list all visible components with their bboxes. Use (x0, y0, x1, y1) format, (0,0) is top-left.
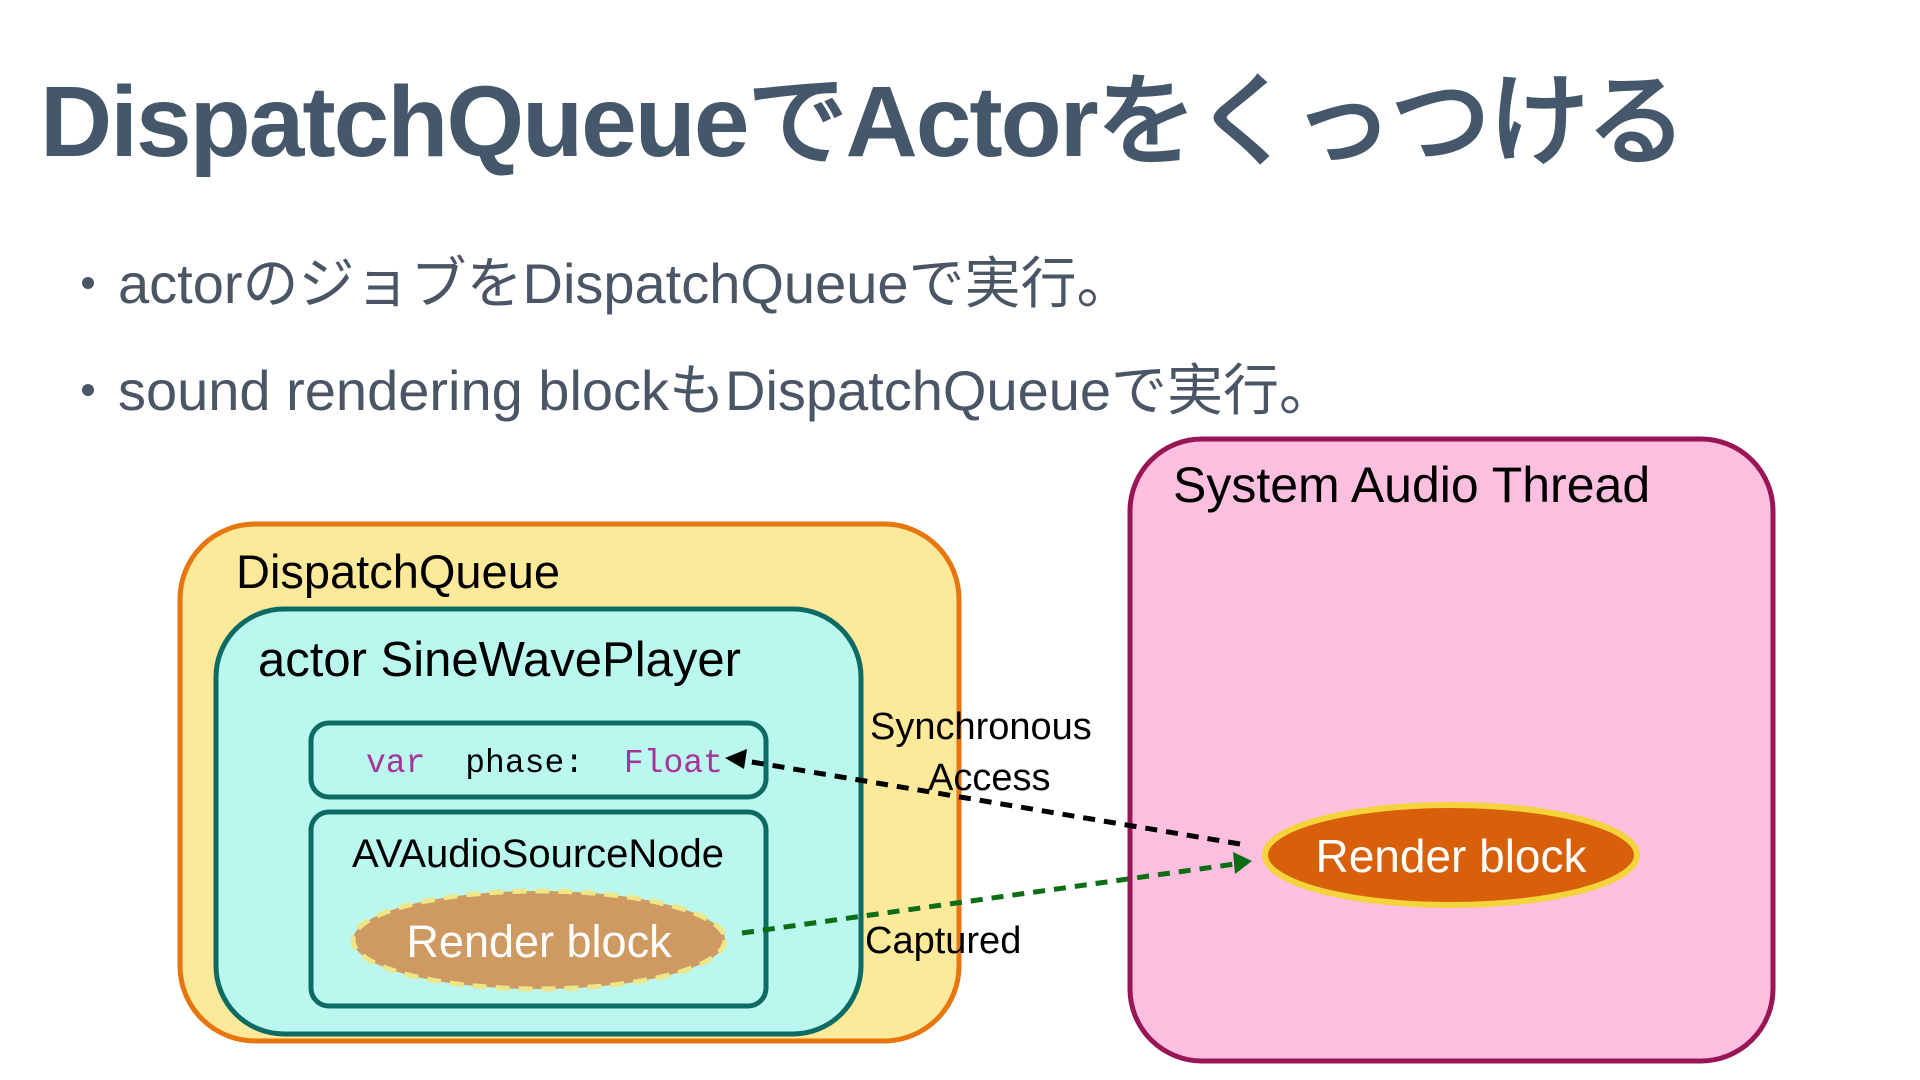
system-audio-thread-box (1127, 436, 1776, 1064)
bullet-item: actorのジョブをDispatchQueueで実行。 (70, 244, 1335, 351)
slide-title: DispatchQueueでActorをくっつける (40, 66, 1687, 178)
system-render-block-label: Render block (1315, 830, 1587, 882)
bullet-text: sound rendering blockもDispatchQueueで実行。 (118, 359, 1336, 422)
sync-access-label-line2: Access (928, 757, 1050, 799)
phase-var-code: var phase: Float (366, 745, 723, 782)
source-node-label: AVAudioSourceNode (352, 832, 724, 876)
actor-label: actor SineWavePlayer (258, 633, 741, 687)
bullet-dot-icon (82, 277, 94, 289)
bullet-list: actorのジョブをDispatchQueueで実行。 sound render… (70, 244, 1335, 458)
system-render-block-ellipse (1262, 802, 1640, 908)
keyword-var: var (366, 745, 425, 782)
sync-access-arrowhead-icon (725, 749, 747, 769)
phase-identifier: phase: (465, 745, 584, 782)
captured-arrowhead-icon (1233, 852, 1252, 874)
sync-access-label-line1: Synchronous (870, 706, 1092, 748)
dispatch-queue-label: DispatchQueue (236, 545, 560, 598)
bullet-text: actorのジョブをDispatchQueueで実行。 (118, 252, 1133, 315)
sync-access-arrow (739, 757, 1241, 847)
phase-var-box (308, 720, 769, 800)
type-float: Float (624, 745, 723, 782)
source-render-block-ellipse (350, 888, 728, 992)
captured-label: Captured (865, 920, 1021, 962)
bullet-item: sound rendering blockもDispatchQueueで実行。 (70, 351, 1335, 458)
system-audio-thread-label: System Audio Thread (1173, 457, 1650, 513)
source-render-block-label: Render block (406, 916, 672, 967)
bullet-dot-icon (82, 384, 94, 396)
